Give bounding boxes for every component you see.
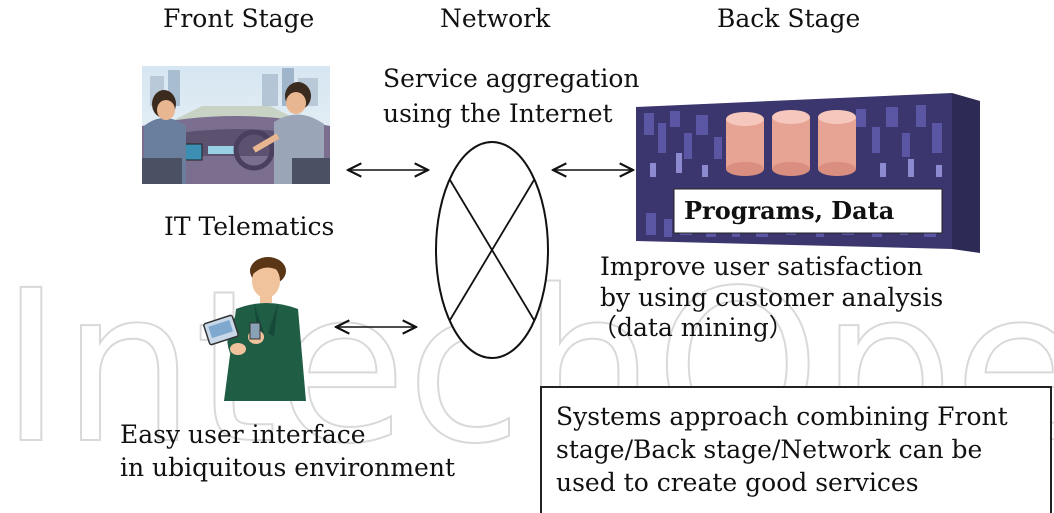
programs-data-label: Programs, Data xyxy=(684,196,895,225)
network-caption-line2: using the Internet xyxy=(383,99,613,128)
network-caption-line1: Service aggregation xyxy=(383,64,640,93)
it-telematics-label: IT Telematics xyxy=(164,212,335,241)
interface-label-line2: in ubiquitous environment xyxy=(120,453,455,482)
businessman-with-handheld-device-illustration xyxy=(203,257,306,401)
satisfaction-line3: （data mining） xyxy=(592,313,794,342)
front-stage-header: Front Stage xyxy=(163,4,315,33)
satisfaction-line1: Improve user satisfaction xyxy=(600,252,924,281)
summary-line2: stage/Back stage/Network can be xyxy=(556,435,983,464)
database-cylinders xyxy=(726,110,856,176)
summary-line1: Systems approach combining Front xyxy=(556,402,1008,431)
data-center-server-illustration xyxy=(636,93,980,253)
network-header: Network xyxy=(440,4,551,33)
car-interior-illustration xyxy=(142,66,330,184)
interface-label-line1: Easy user interface xyxy=(120,420,366,449)
back-stage-header: Back Stage xyxy=(717,4,861,33)
network-ellipse-symbol xyxy=(435,141,549,359)
summary-line3: used to create good services xyxy=(556,468,919,497)
satisfaction-line2: by using customer analysis xyxy=(600,283,944,312)
summary-box: Systems approach combining Front stage/B… xyxy=(540,386,1052,513)
